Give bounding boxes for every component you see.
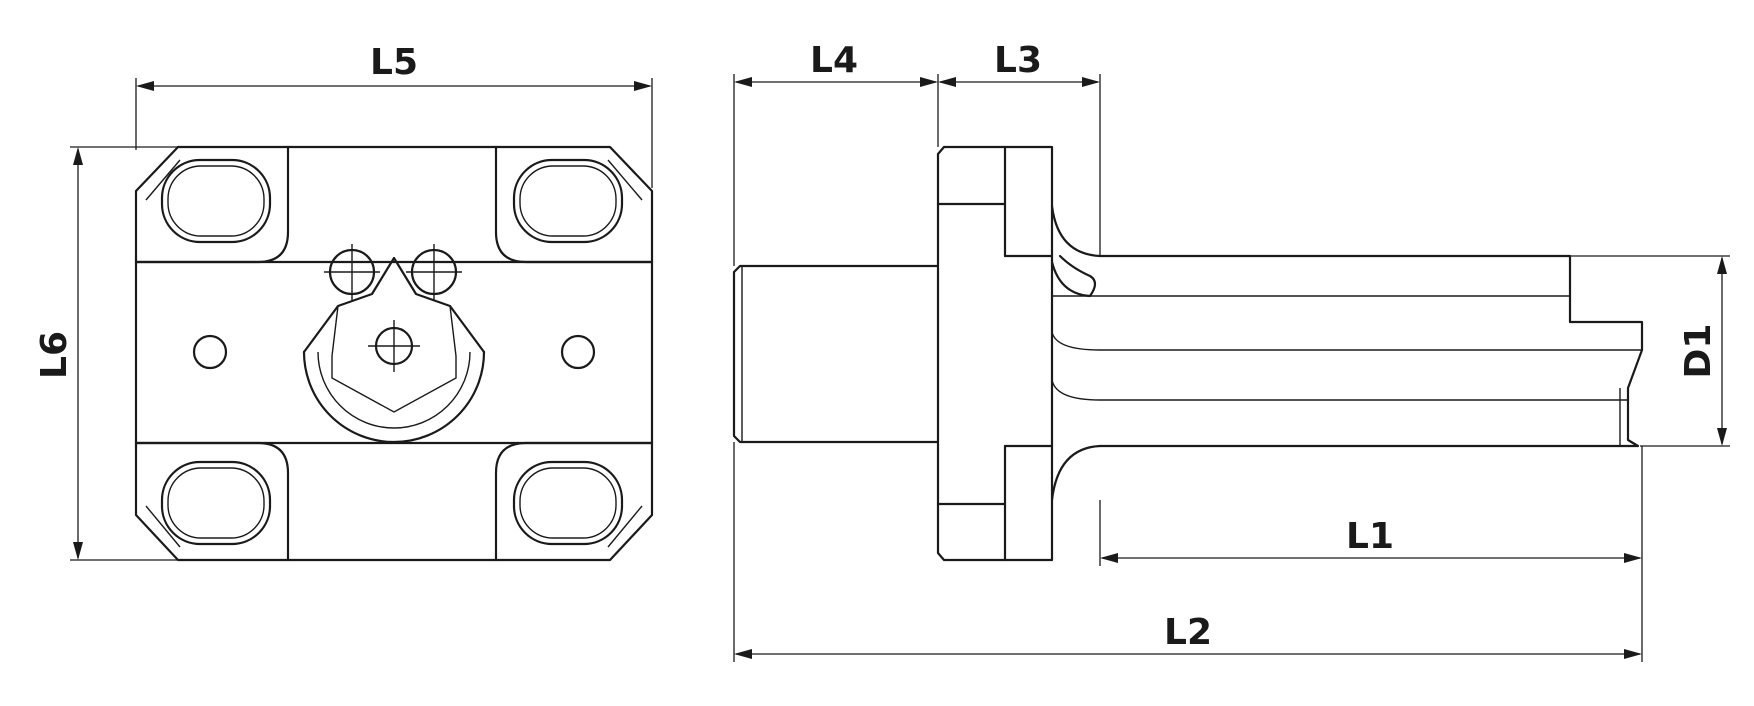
dimension-L5 bbox=[135, 78, 653, 188]
flange bbox=[936, 145, 1054, 562]
dimension-D1 bbox=[1570, 255, 1730, 447]
fillet-top bbox=[1050, 204, 1102, 258]
slot-hole-bl bbox=[160, 460, 272, 546]
side-hole-left bbox=[192, 334, 228, 370]
dimension-L3 bbox=[938, 74, 1101, 256]
label-L1: L1 bbox=[1346, 516, 1394, 557]
slot-hole-tr bbox=[512, 158, 624, 244]
front-view bbox=[134, 145, 654, 562]
pocket-top-right bbox=[494, 145, 654, 264]
pocket-bottom-right bbox=[494, 441, 654, 562]
coolant-fillet bbox=[1051, 331, 1101, 351]
dimension-L1 bbox=[1099, 446, 1643, 662]
locator-circle-left bbox=[324, 244, 380, 300]
front-view-outline bbox=[134, 145, 654, 562]
label-L2: L2 bbox=[1164, 612, 1212, 653]
slot-hole-br bbox=[512, 460, 624, 546]
central-bore bbox=[302, 256, 486, 444]
label-D1: D1 bbox=[1678, 324, 1719, 379]
boring-bar-body bbox=[1098, 254, 1644, 448]
label-L3: L3 bbox=[994, 40, 1042, 81]
dimension-L4 bbox=[733, 74, 939, 266]
locator-circle-right bbox=[406, 244, 462, 300]
side-view bbox=[732, 145, 1644, 562]
fillet-bottom bbox=[1050, 444, 1102, 502]
pocket-top-left bbox=[134, 145, 290, 264]
dimension-L6 bbox=[70, 146, 180, 561]
corner-chamfer-tr bbox=[607, 159, 643, 201]
corner-chamfer-br bbox=[607, 505, 643, 548]
chip-flute bbox=[1050, 254, 1097, 298]
label-L4: L4 bbox=[810, 40, 858, 81]
side-hole-right bbox=[560, 334, 596, 370]
corner-chamfer-bl bbox=[145, 505, 181, 548]
label-L6: L6 bbox=[34, 331, 75, 379]
rear-shank bbox=[732, 264, 940, 444]
coolant-fillet-2 bbox=[1051, 379, 1101, 401]
label-L5: L5 bbox=[370, 42, 418, 83]
pocket-bottom-left bbox=[134, 441, 290, 562]
corner-chamfer-tl bbox=[145, 159, 181, 201]
slot-hole-tl bbox=[160, 158, 272, 244]
dimension-L2 bbox=[733, 442, 1642, 662]
